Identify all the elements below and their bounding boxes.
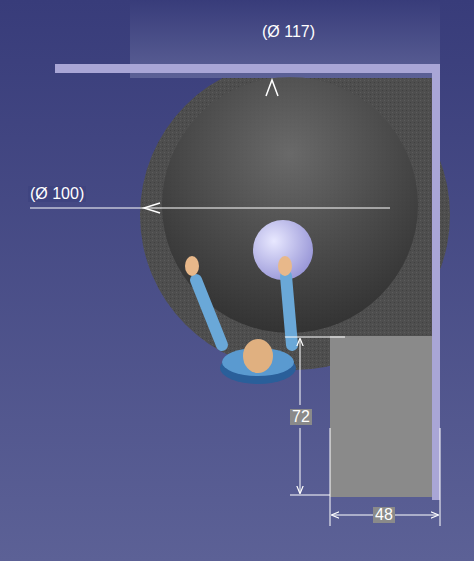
- diameter-dimension: (Ø 100): [28, 186, 86, 202]
- length-dimension: 72: [290, 409, 312, 425]
- diameter-dimension: (Ø 117): [262, 24, 315, 40]
- width-dimension: 48: [373, 507, 395, 523]
